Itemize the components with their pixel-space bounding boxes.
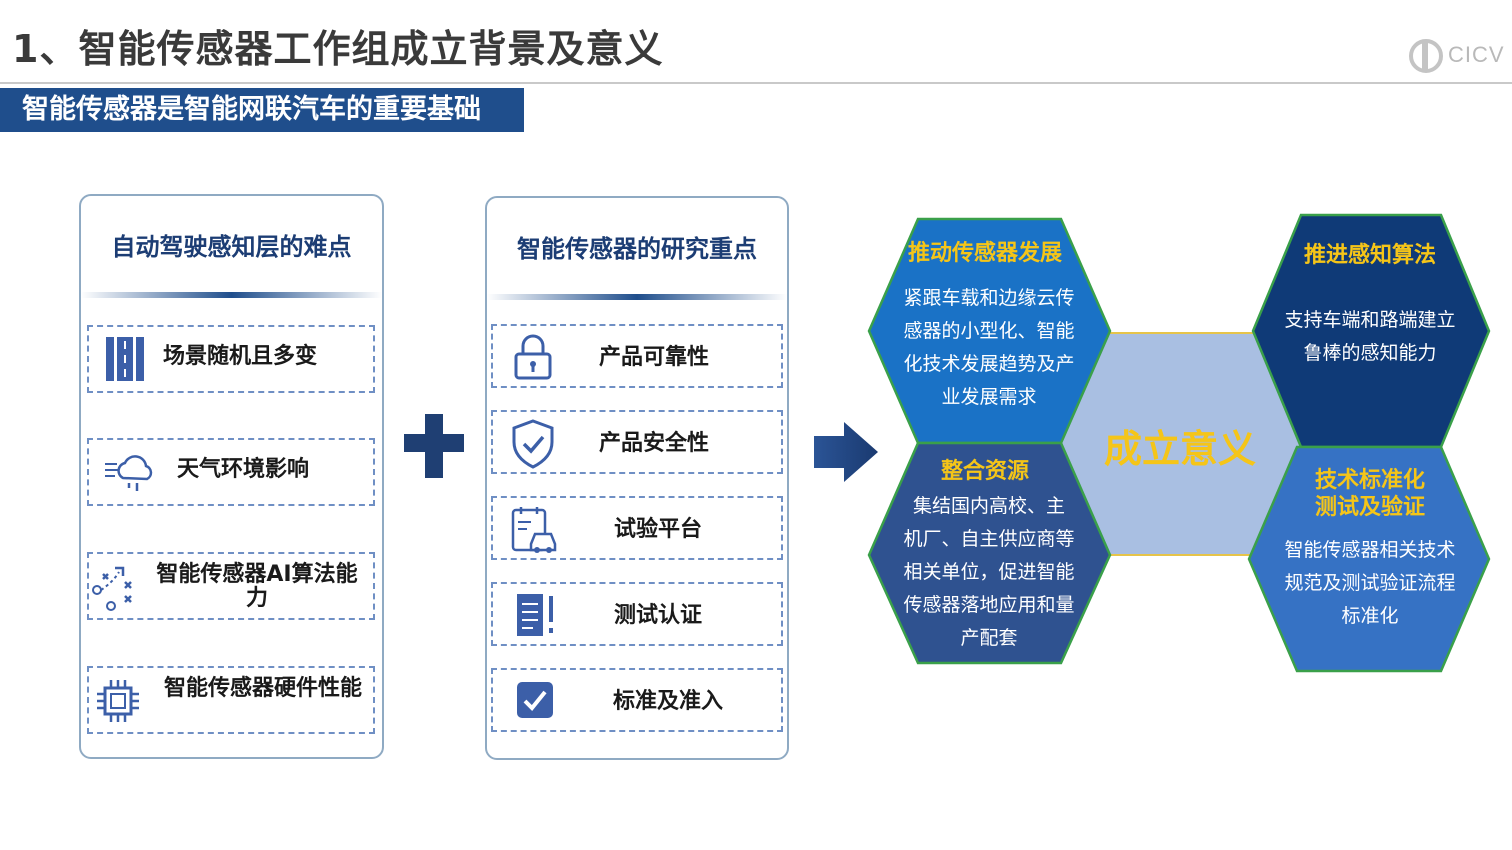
focus-item-test-platform: 试验平台 — [491, 496, 783, 560]
strategy-icon — [89, 562, 141, 612]
difficulty-item-scene: 场景随机且多变 — [87, 325, 375, 393]
panel-divider — [487, 294, 787, 300]
difficulty-item-hardware: 智能传感器硬件性能 — [87, 666, 375, 734]
checkbox-icon — [513, 678, 557, 722]
chip-icon — [95, 678, 141, 724]
difficulty-label: 智能传感器AI算法能力 — [156, 562, 358, 611]
hexagon-title: 推动传感器发展 — [907, 241, 1062, 266]
lock-icon — [511, 332, 555, 382]
focus-label: 产品可靠性 — [598, 345, 709, 370]
subtitle-banner: 智能传感器是智能网联汽车的重要基础 — [0, 88, 524, 132]
focus-item-standards: 标准及准入 — [491, 668, 783, 732]
research-focus-panel-title: 智能传感器的研究重点 — [517, 234, 757, 263]
focus-item-safety: 产品安全性 — [491, 410, 783, 474]
hexagon-body: 智能传感器相关技术 规范及测试验证流程 标准化 — [1284, 539, 1456, 627]
hexagon-body: 紧跟车载和边缘云传 感器的小型化、智能 化技术发展趋势及产 业发展需求 — [903, 287, 1075, 408]
hexagon-title: 技术标准化 测试及验证 — [1314, 468, 1425, 520]
rain-cloud-icon — [103, 450, 159, 494]
document-alert-icon — [513, 590, 557, 642]
difficulties-panel: 自动驾驶感知层的难点 场景随机且多变 天气环 — [79, 194, 384, 759]
hexagon-body: 支持车端和路端建立 鲁棒的感知能力 — [1284, 309, 1456, 364]
cicv-logo: CICV — [1408, 38, 1505, 74]
panel-divider — [81, 292, 382, 298]
focus-label: 产品安全性 — [598, 431, 709, 456]
research-focus-panel: 智能传感器的研究重点 产品可靠性 产品安全性 — [485, 196, 789, 760]
logo-text: CICV — [1448, 42, 1505, 67]
hexagon-title: 推进感知算法 — [1303, 243, 1436, 268]
shield-check-icon — [509, 418, 557, 470]
difficulty-item-ai: 智能传感器AI算法能力 — [87, 552, 375, 620]
difficulty-label: 场景随机且多变 — [163, 344, 318, 369]
focus-item-certification: 测试认证 — [491, 582, 783, 646]
plus-icon — [425, 414, 443, 478]
difficulty-label: 天气环境影响 — [177, 457, 310, 482]
center-hexagon-label: 成立意义 — [1103, 427, 1256, 471]
arrow-right-icon — [814, 422, 878, 482]
car-test-icon — [509, 504, 559, 556]
focus-label: 试验平台 — [613, 517, 702, 542]
focus-label: 标准及准入 — [612, 689, 723, 714]
hexagon-title: 整合资源 — [940, 459, 1029, 484]
focus-label: 测试认证 — [613, 603, 702, 628]
logo-icon — [1409, 39, 1443, 73]
difficulties-panel-title: 自动驾驶感知层的难点 — [111, 232, 352, 261]
focus-item-reliability: 产品可靠性 — [491, 324, 783, 388]
difficulty-item-weather: 天气环境影响 — [87, 438, 375, 506]
title-divider — [0, 82, 1512, 84]
hexagon-body: 集结国内高校、主 机厂、自主供应商等 相关单位，促进智能 传感器落地应用和量 产… — [903, 495, 1075, 649]
difficulty-label: 智能传感器硬件性能 — [163, 676, 362, 701]
road-icon — [103, 335, 147, 383]
page-title: 1、智能传感器工作组成立背景及意义 — [12, 27, 664, 71]
